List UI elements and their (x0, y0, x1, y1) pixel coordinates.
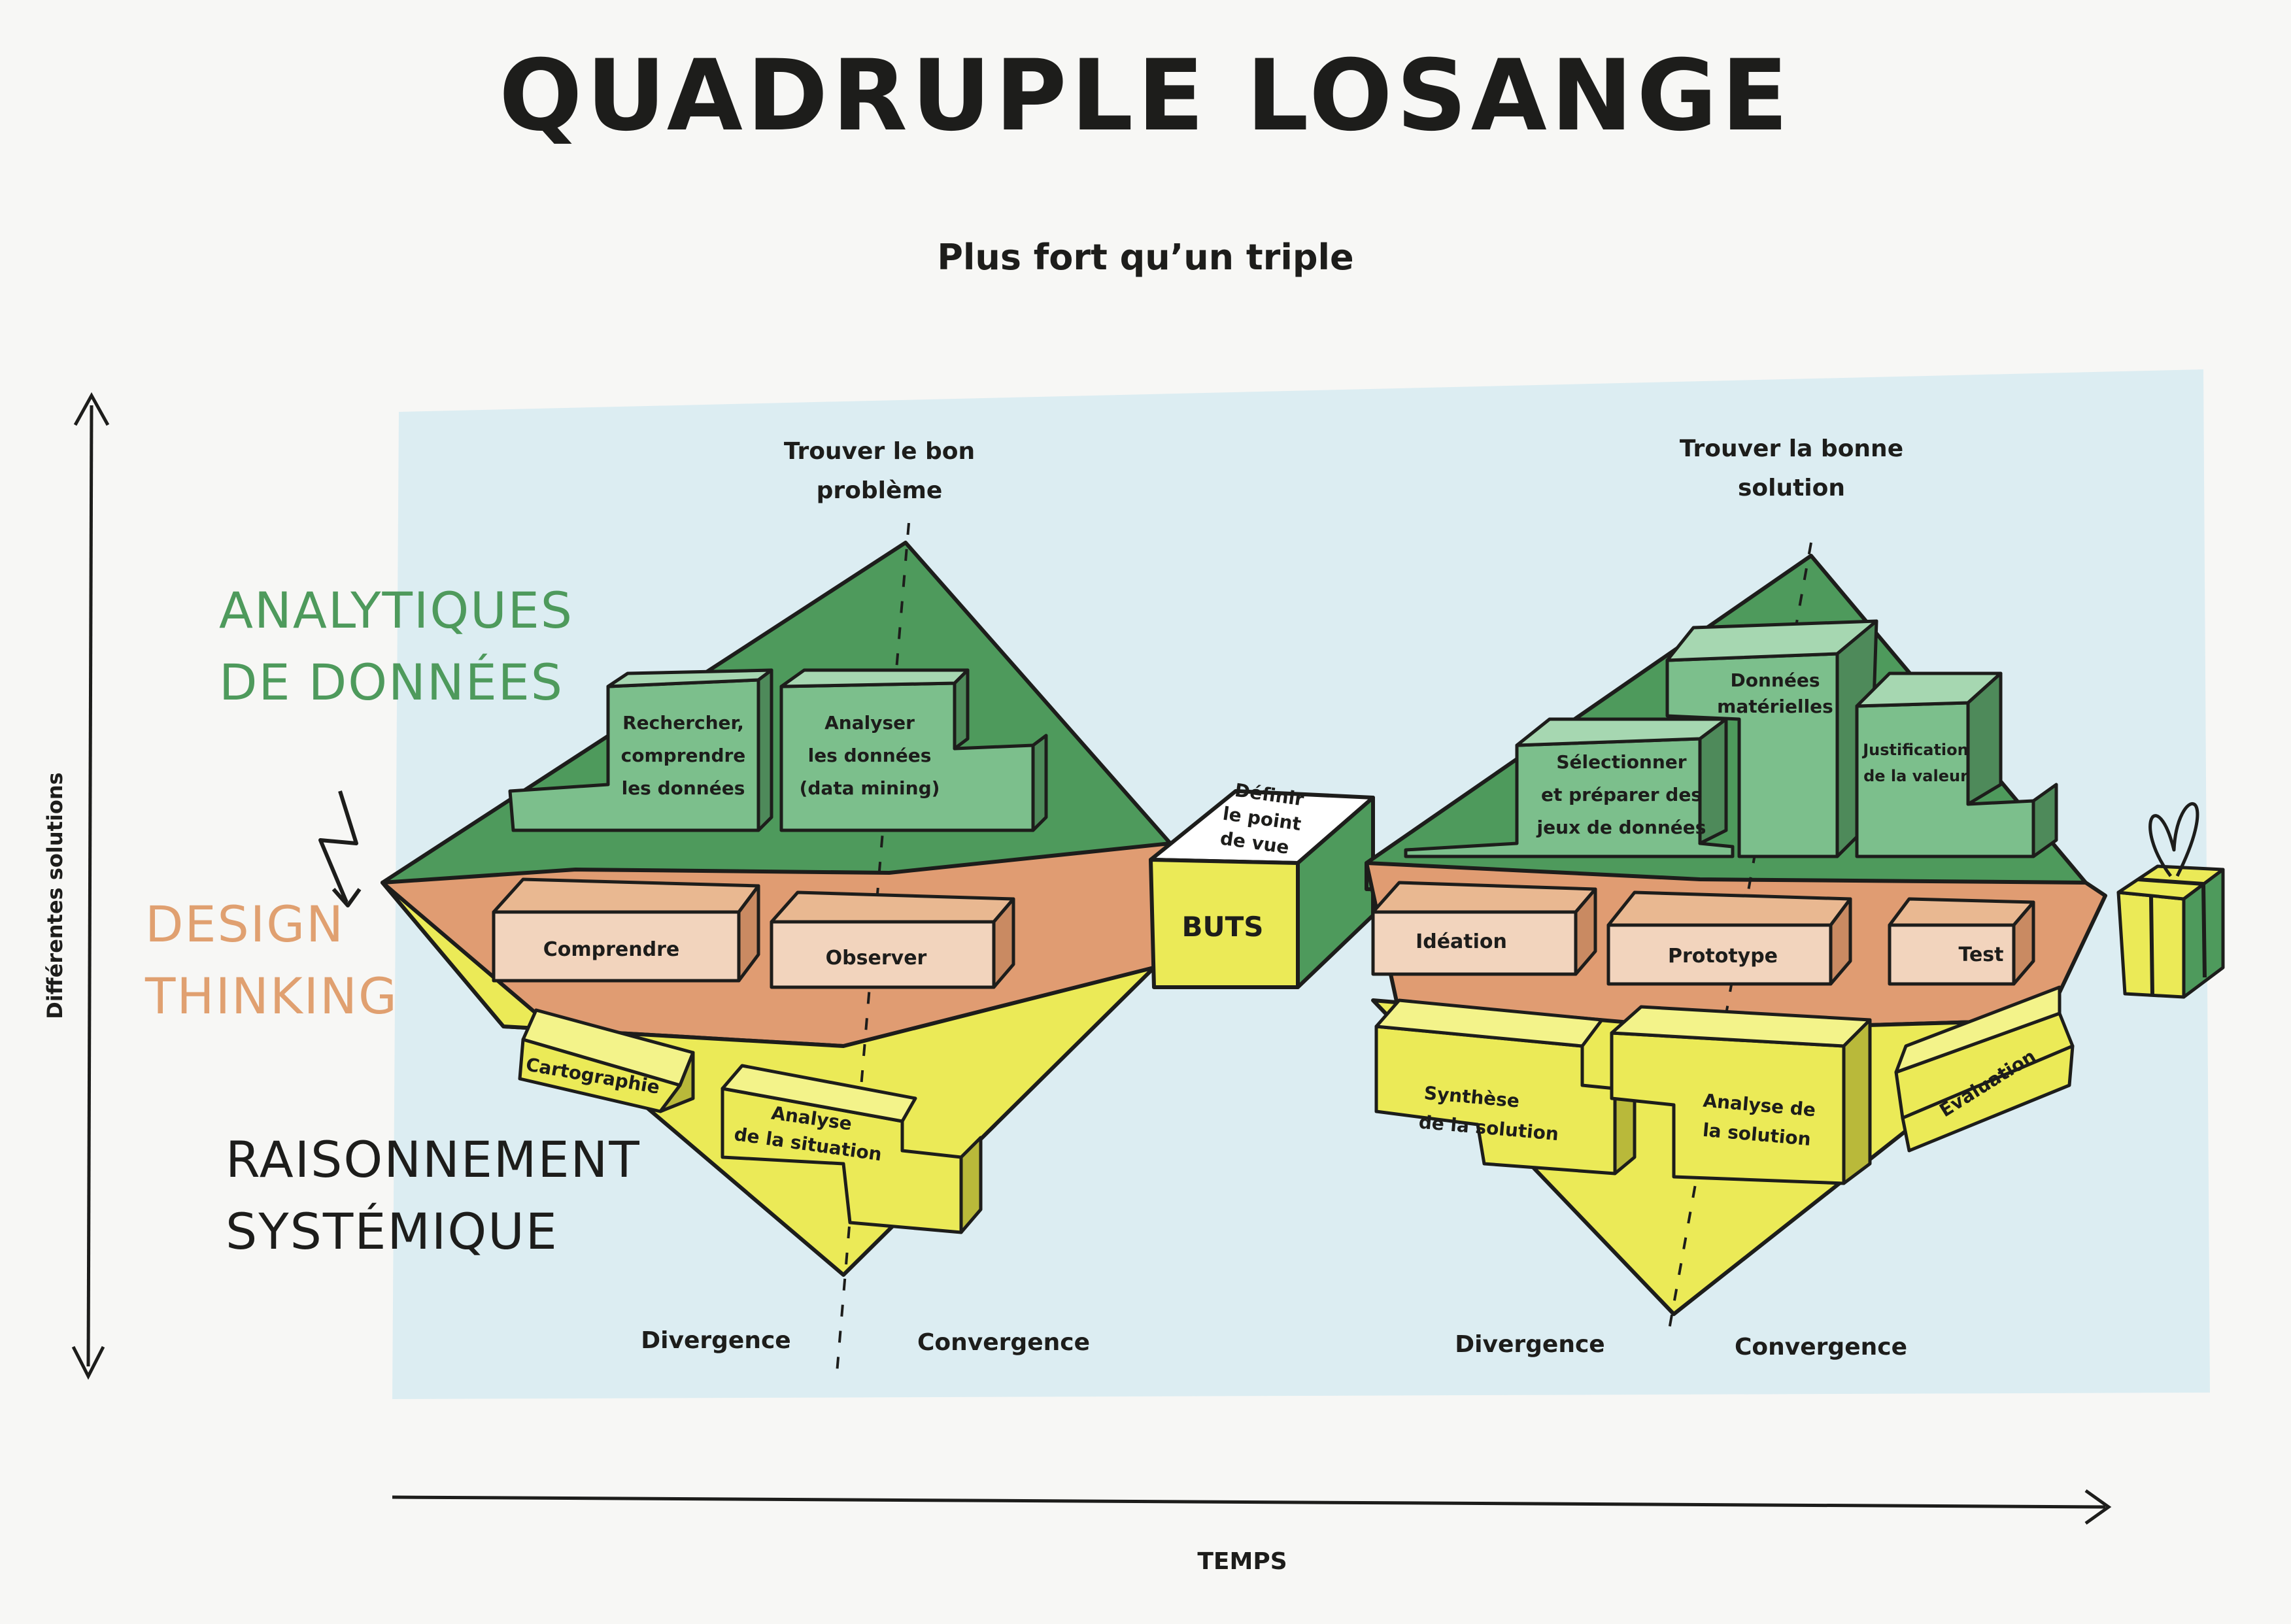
gift-icon (2116, 802, 2225, 999)
d1-design-label-1: Comprendre (543, 938, 679, 961)
buts-cube (1149, 789, 1375, 989)
page-subtitle: Plus fort qu’un triple (937, 237, 1354, 278)
x-axis (392, 1489, 2112, 1525)
d2-design-box-test (1888, 897, 2035, 986)
d2-design-label-3: Test (1958, 943, 2003, 966)
page-title: QUADRUPLE LOSANGE (499, 39, 1792, 153)
d1-analytics-box-1 (508, 668, 773, 832)
d2-analytics-box-justification (1855, 671, 2058, 858)
d1-design-label-2: Observer (826, 947, 927, 970)
d1-design-box-comprendre (492, 877, 760, 983)
d2-systems-box-analyse (1610, 1005, 1872, 1185)
d1-systems-box-cartographie (518, 1008, 695, 1113)
d2-design-label-2: Prototype (1668, 945, 1778, 968)
x-axis-label: TEMPS (1197, 1548, 1287, 1575)
y-axis (71, 392, 110, 1380)
d2-divergence: Divergence (1455, 1331, 1604, 1358)
d2-design-label-1: Idéation (1416, 930, 1507, 953)
d1-divergence: Divergence (641, 1327, 790, 1354)
d1-systems-box-analyse (721, 1064, 983, 1234)
d1-analytics-box-2 (779, 668, 1048, 832)
lightning-icon (318, 790, 362, 907)
d2-convergence: Convergence (1735, 1334, 1907, 1361)
buts-front-label: BUTS (1181, 911, 1263, 943)
d1-convergence: Convergence (917, 1329, 1090, 1356)
d2-analytics-box-selectionner (1404, 717, 1735, 858)
d1-design-box-observer (770, 890, 1015, 989)
y-axis-label: Différentes solutions (42, 772, 67, 1019)
d2-design-box-prototype (1606, 890, 1852, 986)
d2-design-box-ideation (1371, 881, 1597, 976)
d2-systems-box-evaluation (1894, 985, 2075, 1153)
